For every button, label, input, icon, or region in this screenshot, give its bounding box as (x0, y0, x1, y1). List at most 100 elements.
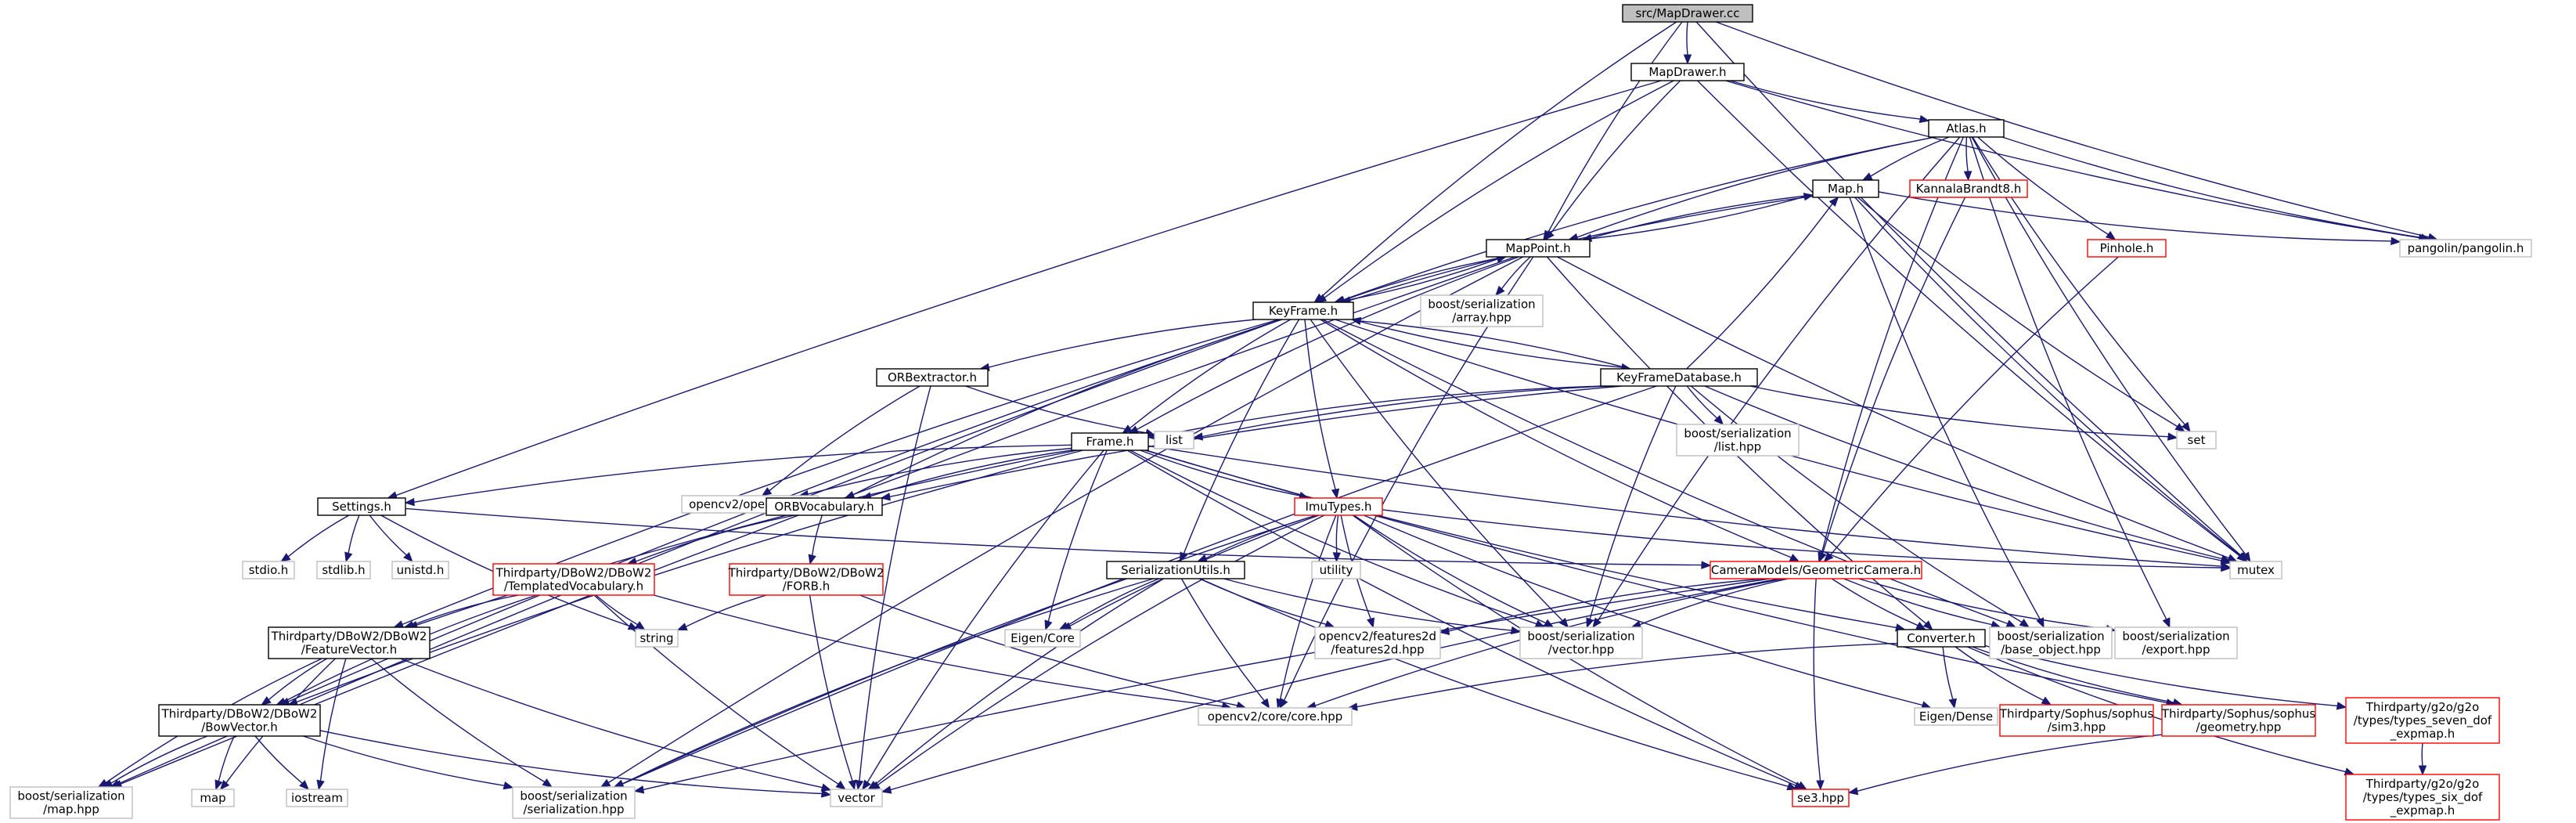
node-label-bser_base: boost/serialization (1997, 630, 2104, 644)
node-g2o_seven[interactable]: Thirdparty/g2o/g2o/types/types_seven_dof… (2345, 697, 2500, 744)
arrowhead-geometry-to-se3 (1847, 787, 1859, 796)
node-unistd: unistd.h (391, 561, 449, 579)
node-box-bser_export (2114, 626, 2238, 659)
node-settings[interactable]: Settings.h (317, 497, 406, 516)
node-orbextractor[interactable]: ORBextractor.h (876, 368, 989, 387)
node-label-templvocab: Thirdparty/DBoW2/DBoW2 (495, 566, 652, 580)
arrowhead-orbvocab-to-forb (808, 554, 816, 565)
node-mappoint[interactable]: MapPoint.h (1486, 239, 1591, 258)
node-geocam[interactable]: CameraModels/GeometricCamera.h (1710, 561, 1922, 579)
node-geometry[interactable]: Thirdparty/Sophus/sophus/geometry.hpp (2161, 704, 2316, 737)
node-pinhole[interactable]: Pinhole.h (2087, 239, 2167, 258)
arrowhead-keyframe-to-orbvocab (844, 490, 856, 499)
node-label-atlas: Atlas.h (1946, 121, 1986, 135)
node-featvec[interactable]: Thirdparty/DBoW2/DBoW2/FeatureVector.h (268, 626, 431, 659)
edge-settings-to-geocam (405, 507, 1702, 566)
node-keyframe[interactable]: KeyFrame.h (1252, 301, 1354, 320)
edge-imutypes-to-eigendense (1364, 514, 1923, 706)
node-box-settings (317, 497, 406, 516)
arrowhead-featvec-to-bowvec (261, 696, 272, 706)
node-label-bser_array: /array.hpp (1452, 311, 1511, 325)
arrowhead-map-to-pangolin (2390, 236, 2401, 246)
arrowhead-serutils-to-se3 (1786, 782, 1798, 791)
arrowhead-kfdb-to-map (1828, 197, 1839, 208)
node-kannala[interactable]: KannalaBrandt8.h (1909, 179, 2028, 198)
arrowhead-mappoint-to-bser_array (1495, 285, 1505, 296)
node-label-converter: Converter.h (1907, 631, 1976, 645)
arrowhead-featvec-to-vector (820, 783, 832, 792)
node-forb[interactable]: Thirdparty/DBoW2/DBoW2/FORB.h (728, 563, 884, 596)
node-box-atlas (1928, 119, 2005, 138)
node-stdio: stdio.h (242, 561, 295, 579)
edge-frame-to-eigencore (1047, 449, 1108, 622)
arrowhead-converter-to-eigendense (1948, 698, 1957, 709)
node-label-featvec: Thirdparty/DBoW2/DBoW2 (271, 630, 427, 644)
node-string: string (635, 629, 679, 648)
node-templvocab[interactable]: Thirdparty/DBoW2/DBoW2/TemplatedVocabula… (492, 563, 655, 596)
node-kfdb[interactable]: KeyFrameDatabase.h (1600, 368, 1758, 387)
node-box-stdio (242, 561, 295, 579)
edge-mappoint-to-bser_ser (607, 256, 1524, 784)
node-se3[interactable]: se3.hpp (1792, 789, 1850, 807)
edge-geocam-to-bser_vector (1639, 578, 1789, 626)
node-serutils[interactable]: SerializationUtils.h (1106, 561, 1245, 579)
edge-mappoint-to-frame (1137, 256, 1519, 431)
arrowhead-keyframe-to-geocam (1789, 554, 1800, 562)
arrowhead-mappoint-to-bser_ser (600, 778, 611, 788)
edge-root-to-mapdrawer (1686, 21, 1688, 56)
arrowhead-pinhole-to-geocam (1823, 552, 1834, 562)
node-sim3[interactable]: Thirdparty/Sophus/sophus/sim3.hpp (1999, 704, 2154, 737)
edge-keyframe-to-mappoint (1335, 258, 1498, 303)
edge-bowvec-to-mapstd (218, 735, 235, 781)
node-label-forb: Thirdparty/DBoW2/DBoW2 (728, 566, 884, 580)
node-g2o_six[interactable]: Thirdparty/g2o/g2o/types/types_six_dof_e… (2345, 774, 2500, 821)
edge-templvocab-to-string (595, 594, 638, 626)
node-bser_map: boost/serialization/map.hpp (9, 786, 133, 819)
node-mapdrawer[interactable]: MapDrawer.h (1630, 63, 1745, 81)
arrowhead-converter-to-g2o_seven (2336, 702, 2347, 710)
node-root[interactable]: src/MapDrawer.cc (1622, 4, 1753, 23)
edge-kfdb-to-orbvocab (889, 385, 1623, 498)
node-imutypes[interactable]: ImuTypes.h (1294, 497, 1383, 516)
edge-mappoint-to-map (1582, 196, 1805, 240)
arrowhead-frame-to-eigencore (1044, 619, 1053, 631)
edge-geometry-to-se3 (1857, 734, 2163, 792)
node-converter[interactable]: Converter.h (1897, 629, 1986, 648)
node-bowvec[interactable]: Thirdparty/DBoW2/DBoW2/BowVector.h (158, 704, 321, 737)
node-box-mapdrawer (1630, 63, 1745, 81)
edge-geocam-to-features2d (1448, 578, 1764, 632)
node-bser_vector: boost/serialization/vector.hpp (1519, 626, 1643, 659)
node-frame[interactable]: Frame.h (1071, 432, 1149, 451)
node-features2d: opencv2/features2d/features2d.hpp (1314, 626, 1441, 659)
node-atlas[interactable]: Atlas.h (1928, 119, 2005, 138)
node-vector: vector (830, 789, 883, 807)
node-box-stdlib (316, 561, 371, 579)
node-label-keyframe: KeyFrame.h (1269, 304, 1338, 318)
arrowhead-mappoint-to-map (1803, 193, 1814, 201)
arrowhead-templvocab-to-vector (835, 780, 846, 790)
node-map[interactable]: Map.h (1812, 179, 1879, 198)
edge-keyframe-to-imutypes (1304, 319, 1336, 490)
edge-imutypes-to-se3 (1352, 514, 1800, 785)
node-label-bser_vector: /vector.hpp (1548, 643, 1615, 657)
arrowhead-keyframe-to-bser_vector (1558, 617, 1569, 629)
edge-frame-to-settings (413, 444, 1072, 503)
node-box-iostream (286, 789, 348, 807)
edge-templvocab-to-vector (593, 594, 839, 785)
node-label-g2o_seven: /types/types_seven_dof (2354, 713, 2492, 728)
node-box-orbextractor (876, 368, 989, 387)
node-label-sim3: Thirdparty/Sophus/sophus (1999, 707, 2154, 721)
node-label-pangolin: pangolin/pangolin.h (2408, 241, 2524, 255)
node-orbvocab[interactable]: ORBVocabulary.h (766, 497, 883, 516)
edge-kfdb-to-mutex (1704, 385, 2222, 560)
node-label-bowvec: Thirdparty/DBoW2/DBoW2 (161, 707, 318, 721)
node-label-map: Map.h (1828, 182, 1864, 196)
arrowhead-mapdrawer-to-mappoint (1544, 229, 1555, 241)
arrowhead-imutypes-to-features2d (1367, 617, 1375, 629)
node-label-se3: se3.hpp (1797, 791, 1844, 805)
node-box-map (1812, 179, 1879, 198)
edge-kfdb-to-map (1686, 203, 1833, 370)
node-box-bser_base (1989, 626, 2113, 659)
node-label-bser_list: /list.hpp (1714, 440, 1761, 454)
node-bser_list: boost/serialization/list.hpp (1676, 424, 1800, 457)
